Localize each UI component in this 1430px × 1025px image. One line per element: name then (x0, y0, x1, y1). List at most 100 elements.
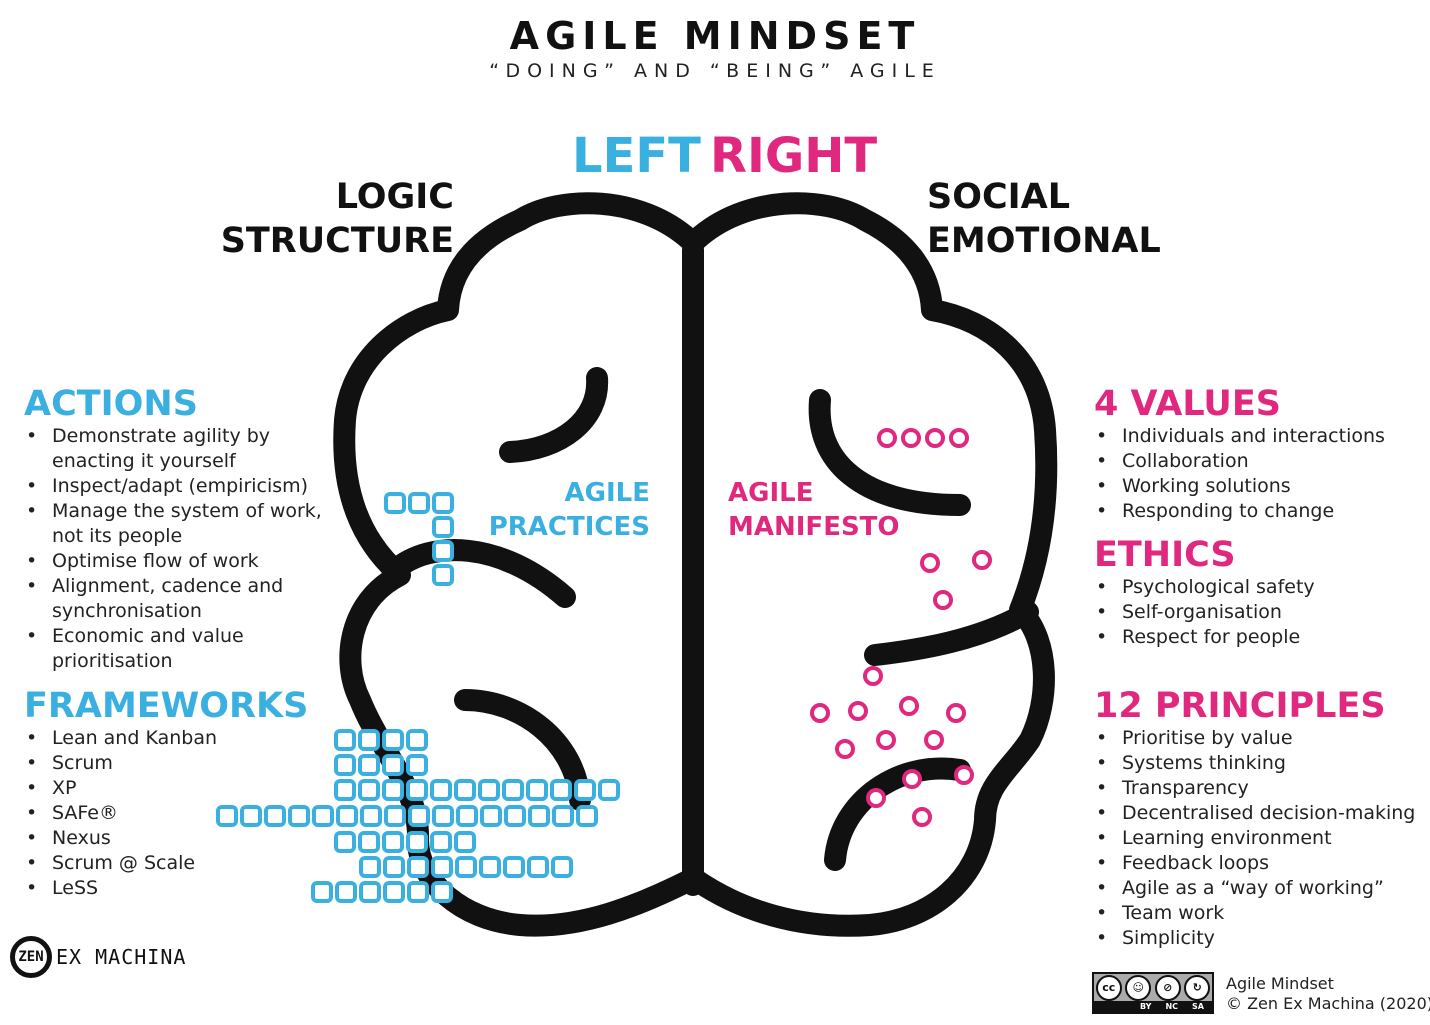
practice-square (598, 779, 620, 801)
cc-label-nc: NC (1165, 1002, 1179, 1011)
practice-square (408, 805, 430, 827)
practice-square (407, 856, 429, 878)
list-item: Prioritise by value (1094, 726, 1424, 751)
list-item: Manage the system of work, not its peopl… (24, 499, 324, 549)
list-item: Scrum (24, 751, 324, 776)
practice-square (334, 754, 356, 776)
practice-square (334, 779, 356, 801)
right-traits: SOCIAL EMOTIONAL (927, 175, 1161, 263)
practice-square (382, 729, 404, 751)
practice-square (432, 540, 454, 562)
list-item: XP (24, 776, 324, 801)
list-item: LeSS (24, 876, 324, 901)
left-trait-structure: STRUCTURE (220, 221, 454, 261)
manifesto-circle (972, 550, 992, 570)
practice-square (406, 831, 428, 853)
page-subtitle: “DOING” AND “BEING” AGILE (489, 60, 941, 82)
practice-square (406, 729, 428, 751)
practice-square (336, 805, 358, 827)
cc-license-badge[interactable]: cc ☺ ⊘ ↻ BY NC SA (1092, 972, 1214, 1014)
principles-heading: 12 PRINCIPLES (1094, 686, 1386, 726)
credit: Agile Mindset © Zen Ex Machina (2020) (1226, 974, 1430, 1014)
practice-square (384, 805, 406, 827)
zen-ex-machina-logo: ZEN EX MACHINA (10, 936, 186, 978)
practice-square (479, 856, 501, 878)
cc-icon: cc (1095, 974, 1122, 1001)
manifesto-circle (899, 696, 919, 716)
list-item: Simplicity (1094, 926, 1424, 951)
manifesto-circle (920, 553, 940, 573)
practice-square (334, 729, 356, 751)
list-item: Systems thinking (1094, 751, 1424, 776)
practice-square (432, 492, 454, 514)
practice-square (358, 729, 380, 751)
list-item: Agile as a “way of working” (1094, 876, 1424, 901)
list-item: Working solutions (1094, 474, 1424, 499)
practice-square (359, 881, 381, 903)
list-item: Respect for people (1094, 625, 1424, 650)
practice-square (382, 831, 404, 853)
practice-square (382, 754, 404, 776)
practice-square (504, 805, 526, 827)
list-item: Lean and Kanban (24, 726, 324, 751)
practice-square (358, 754, 380, 776)
practice-square (432, 564, 454, 586)
actions-list: Demonstrate agility by enacting it yours… (24, 424, 324, 674)
manifesto-circle (924, 730, 944, 750)
left-hemisphere-label: LEFT (572, 128, 701, 184)
practice-square (528, 805, 550, 827)
practice-square (382, 779, 404, 801)
practice-square (574, 779, 596, 801)
agile-manifesto-line-1: AGILE (728, 478, 814, 508)
manifesto-circle (925, 428, 945, 448)
agile-practices-line-2: PRACTICES (488, 512, 650, 542)
practice-square (384, 492, 406, 514)
agile-practices-line-1: AGILE (564, 478, 650, 508)
practice-square (456, 805, 478, 827)
right-hemisphere-label: RIGHT (710, 128, 878, 184)
agile-practices-label: AGILE PRACTICES (480, 476, 650, 544)
frameworks-list: Lean and Kanban Scrum XP SAFe® Nexus Scr… (24, 726, 324, 901)
practice-square (335, 881, 357, 903)
ethics-section: ETHICS Psychological safety Self-organis… (1094, 535, 1424, 650)
list-item: Learning environment (1094, 826, 1424, 851)
agile-manifesto-label: AGILE MANIFESTO (728, 476, 900, 544)
manifesto-circle (933, 590, 953, 610)
list-item: SAFe® (24, 801, 324, 826)
practice-square (431, 856, 453, 878)
list-item: Demonstrate agility by enacting it yours… (24, 424, 324, 474)
frameworks-section: FRAMEWORKS Lean and Kanban Scrum XP SAFe… (24, 686, 324, 901)
actions-heading: ACTIONS (24, 384, 198, 424)
practice-square (455, 856, 477, 878)
practice-square (383, 881, 405, 903)
cc-labels: BY NC SA (1094, 1001, 1212, 1012)
list-item: Self-organisation (1094, 600, 1424, 625)
practice-square (406, 779, 428, 801)
brain-outline (333, 192, 1058, 937)
cc-label-by: BY (1140, 1002, 1152, 1011)
manifesto-circle (877, 428, 897, 448)
practice-square (430, 831, 452, 853)
list-item: Nexus (24, 826, 324, 851)
credit-line: © Zen Ex Machina (2020) (1226, 994, 1430, 1013)
practice-square (360, 805, 382, 827)
practice-square (454, 779, 476, 801)
list-item: Feedback loops (1094, 851, 1424, 876)
enso-circle-icon: ZEN (10, 936, 52, 978)
list-item: Collaboration (1094, 449, 1424, 474)
practice-square (432, 805, 454, 827)
practice-square (358, 779, 380, 801)
list-item: Psychological safety (1094, 575, 1424, 600)
practice-square (526, 779, 548, 801)
by-person-icon: ☺ (1125, 974, 1152, 1001)
manifesto-circle (954, 765, 974, 785)
list-item: Economic and value prioritisation (24, 624, 324, 674)
ethics-list: Psychological safety Self-organisation R… (1094, 575, 1424, 650)
principles-list: Prioritise by value Systems thinking Tra… (1094, 726, 1424, 951)
logo-text: EX MACHINA (56, 945, 187, 969)
manifesto-circle (901, 428, 921, 448)
practice-square (478, 779, 500, 801)
practice-square (551, 856, 573, 878)
manifesto-circle (835, 739, 855, 759)
list-item: Transparency (1094, 776, 1424, 801)
